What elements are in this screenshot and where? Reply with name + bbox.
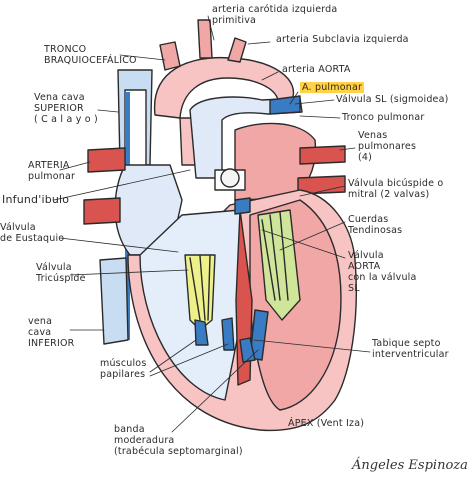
aortic-valve-ring <box>220 168 240 188</box>
label-arteria-carotida: arteria carótida izquierda primitiva <box>212 4 338 26</box>
leader-arteria-pulmonar <box>59 161 91 171</box>
label-valvula-eustaquio: Válvula de Eustaquio <box>0 222 65 244</box>
vena-cava-inferior <box>99 257 129 345</box>
label-tronco-pulmonar: Tronco pulmonar <box>342 112 425 123</box>
label-apex: ÁPEX (Vent Iza) <box>288 418 365 429</box>
label-venas-pulmonares: Venas pulmonares (4) <box>358 130 417 163</box>
leader-tabique <box>253 339 371 353</box>
label-tabique-septo: Tabique septo interventricular <box>372 338 449 360</box>
pulmonary-vein-1 <box>299 145 346 165</box>
leader-valvula-sl <box>294 99 335 105</box>
leader-eustaquio <box>59 237 179 253</box>
leader-subclavia <box>247 41 271 45</box>
label-vena-cava-inferior: vena cava INFERIOR <box>28 316 75 349</box>
vein-stub-left <box>83 197 121 225</box>
leader-venas <box>339 147 356 151</box>
label-banda-moderadora: banda moderadura (trabécula septomargina… <box>114 424 243 457</box>
leader-apulmonar <box>289 91 299 105</box>
leader-banda <box>171 349 259 433</box>
leader-tronco-pulmonar <box>299 115 341 119</box>
pulmonary-artery-right <box>87 147 126 173</box>
label-infundibulo: Infund'ibulo <box>2 193 70 206</box>
brachiocephalic-trunk <box>159 41 181 71</box>
label-valvula-sl: Válvula SL (sigmoidea) <box>336 94 449 105</box>
label-musculos-papilares: músculos papilares <box>100 358 147 380</box>
leader-tricuspide <box>69 269 189 276</box>
leader-carotida <box>207 15 215 41</box>
label-tronco-braquiocefalico: TRONCO BRAQUIOCEFÁLICO <box>44 44 137 66</box>
leader-bicuspide <box>299 185 346 197</box>
label-valvula-bicuspide: Válvula bicúspide o mitral (2 valvas) <box>348 178 444 200</box>
leader-aorta <box>261 71 279 81</box>
carotid-artery <box>197 19 213 59</box>
label-valvula-tricuspide: Válvula Tricúspide <box>36 262 86 284</box>
mitral-papillary <box>257 209 301 321</box>
papillary-blue-2 <box>221 317 235 351</box>
leader-cuerdas <box>279 221 346 251</box>
label-arteria-aorta: arteria AORTA <box>282 64 351 75</box>
blue-small-vessel <box>234 197 251 215</box>
signature: Ángeles Espinoza <box>352 458 468 473</box>
label-arteria-subclavia: arteria Subclavia izquierda <box>276 34 409 45</box>
leader-vcs <box>97 109 119 113</box>
leader-infundibulo <box>53 169 191 201</box>
moderator-band <box>249 309 269 361</box>
label-vena-cava-superior: Vena cava SUPERIOR ( C a l a y o ) <box>34 92 98 125</box>
leader-tronco <box>119 54 166 61</box>
leader-aorta-valve <box>261 229 346 259</box>
label-valvula-aorta: Válvula AORTA con la válvula SL <box>348 250 417 294</box>
papillary-blue-1 <box>194 319 209 346</box>
mitral-chordae <box>261 211 289 301</box>
label-a-pulmonar: A. pulmonar <box>300 82 365 93</box>
subclavian-artery <box>227 37 247 63</box>
label-cuerdas-tendinosas: Cuerdas Tendinosas <box>348 214 403 236</box>
pulmonary-vein-2 <box>297 175 346 195</box>
label-arteria-pulmonar: ARTERIA pulmonar <box>28 160 76 182</box>
leader-musculos <box>149 339 229 377</box>
pulmonary-artery-left <box>269 95 301 115</box>
tricuspid-chordae <box>189 255 211 321</box>
